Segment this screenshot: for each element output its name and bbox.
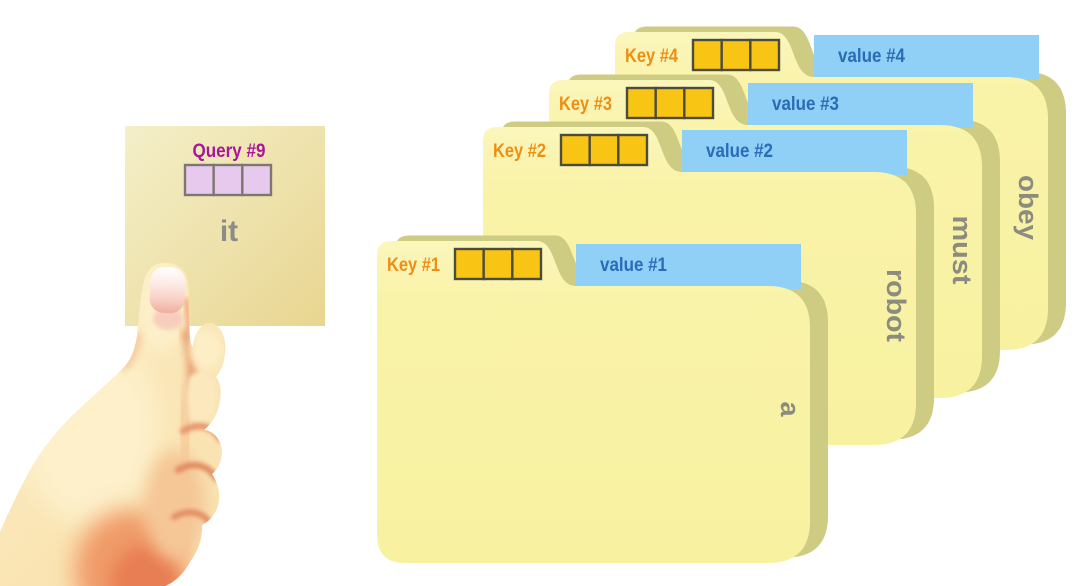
svg-text:Query #9: Query #9 <box>193 141 266 162</box>
svg-text:must: must <box>947 216 977 285</box>
svg-text:a: a <box>775 401 805 417</box>
svg-text:value #1: value #1 <box>600 255 667 276</box>
svg-text:value #4: value #4 <box>838 46 905 67</box>
svg-text:Key #1: Key #1 <box>387 255 440 276</box>
svg-text:Key #4: Key #4 <box>625 46 678 67</box>
svg-text:Key #3: Key #3 <box>559 94 612 115</box>
svg-text:Key #2: Key #2 <box>493 141 546 162</box>
svg-text:value #3: value #3 <box>772 94 839 115</box>
svg-text:it: it <box>220 215 238 248</box>
svg-text:obey: obey <box>1013 175 1043 240</box>
svg-text:robot: robot <box>881 269 911 342</box>
svg-text:value #2: value #2 <box>706 141 773 162</box>
